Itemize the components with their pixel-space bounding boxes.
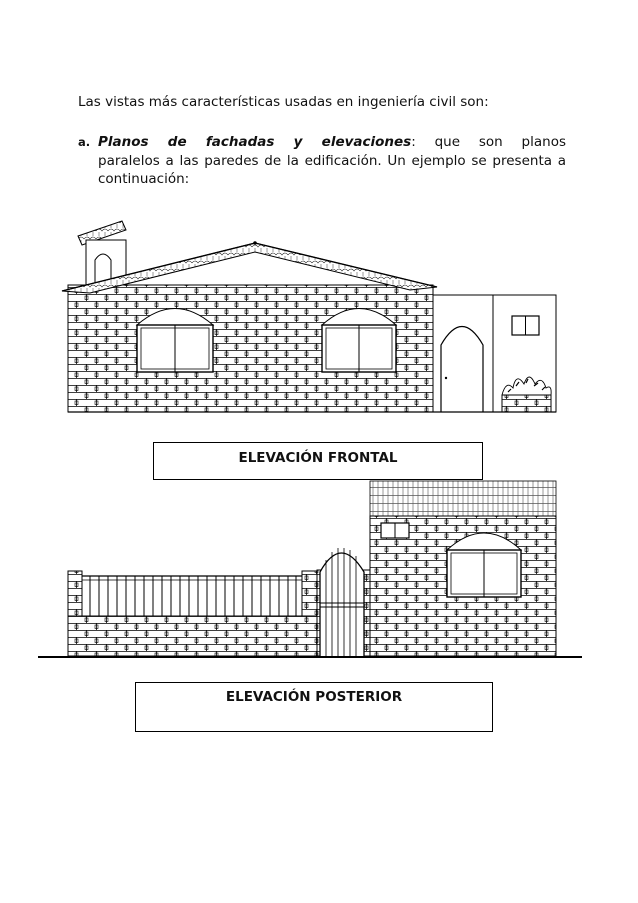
front-elevation <box>61 220 557 413</box>
caption-rear-elevation: ELEVACIÓN POSTERIOR <box>135 682 493 732</box>
list-item-a: a. Planos de fachadas y elevaciones: que… <box>78 133 566 189</box>
caption-front-elevation: ELEVACIÓN FRONTAL <box>153 442 483 480</box>
arched-gate-icon <box>319 548 365 656</box>
fence-railing-icon <box>82 575 302 616</box>
rear-roof-icon <box>369 480 557 517</box>
list-item-body: Planos de fachadas y elevaciones: que so… <box>98 133 566 189</box>
flower-planter-icon <box>501 376 552 413</box>
arched-doorway-icon <box>440 326 484 412</box>
intro-paragraph: Las vistas más características usadas en… <box>78 94 489 110</box>
list-item-first-line: Planos de fachadas y elevaciones: que so… <box>98 133 566 152</box>
rear-elevation <box>38 480 582 658</box>
roof-icon <box>61 241 438 294</box>
small-window-icon <box>511 315 540 336</box>
front-window-left-icon <box>135 308 215 373</box>
rear-window-icon <box>445 532 523 598</box>
rear-small-window-icon <box>380 522 410 539</box>
front-window-right-icon <box>320 308 398 373</box>
term-definition-continuation: paralelos a las paredes de la edificació… <box>98 152 566 188</box>
list-marker: a. <box>78 135 91 149</box>
term-planos-fachadas: Planos de fachadas y elevaciones <box>98 134 412 150</box>
term-definition-start: : que son planos <box>411 134 566 150</box>
